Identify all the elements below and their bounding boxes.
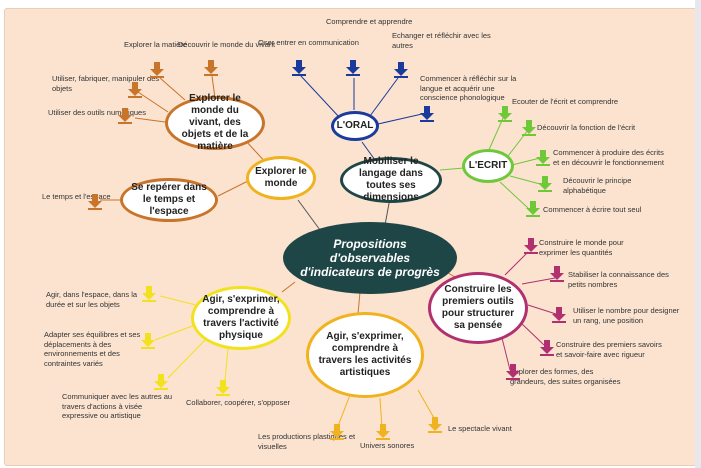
leaf-adapter-equilibres: Adapter ses équilibres et ses déplacemen… [44, 330, 141, 368]
leaf-premiers-savoirs: Construire des premiers savoirs et savoi… [556, 340, 662, 359]
node-oral: L'ORAL [331, 111, 379, 141]
leaf-construire-monde: Construire le monde pour exprimer les qu… [539, 238, 624, 257]
down-arrow-icon [88, 194, 102, 210]
node-ecrit: L'ECRIT [462, 149, 514, 183]
leaf-collaborer: Collaborer, coopérer, s'opposer [186, 398, 290, 407]
leaf-outils-numeriques: Utiliser des outils numériques [48, 108, 146, 117]
leaf-ecrire-seul: Commencer à écrire tout seul [543, 205, 642, 214]
leaf-spectacle-vivant: Le spectacle vivant [448, 424, 512, 433]
leaf-communiquer: Communiquer avec les autres au travers d… [62, 392, 173, 420]
leaf-stabiliser: Stabiliser la connaissance des petits no… [568, 270, 669, 289]
down-arrow-icon [128, 82, 142, 98]
window-edge [695, 0, 701, 468]
down-arrow-icon [420, 106, 434, 122]
leaf-explorer-matiere: Explorer la matière [124, 40, 187, 49]
leaf-decouvrir-vivant: Découvrir le monde du vivant [178, 40, 276, 49]
down-arrow-icon [550, 266, 564, 282]
leaf-temps-espace: Le temps et l'espace [42, 192, 111, 201]
down-arrow-icon [141, 333, 155, 349]
node-artistiques: Agir, s'exprimer, comprendre à travers l… [306, 312, 424, 398]
down-arrow-icon [428, 417, 442, 433]
leaf-fonction-ecrit: Découvrir la fonction de l'écrit [537, 123, 636, 132]
central-node: Propositions d'observables d'indicateurs… [283, 222, 457, 294]
down-arrow-icon [526, 201, 540, 217]
down-arrow-icon [216, 380, 230, 396]
down-arrow-icon [330, 424, 344, 440]
down-arrow-icon [292, 60, 306, 76]
down-arrow-icon [154, 374, 168, 390]
leaf-utiliser-nombre: Utiliser le nombre pour designer un rang… [573, 306, 680, 325]
down-arrow-icon [204, 60, 218, 76]
node-explorer-vivant: Explorer le monde du vivant, des objets … [165, 93, 265, 152]
leaf-produire-ecrits: Commencer à produire des écrits et en dé… [553, 148, 664, 167]
down-arrow-icon [118, 108, 132, 124]
leaf-agir-espace: Agir, dans l'espace, dans la durée et su… [46, 290, 138, 309]
leaf-reflechir-langue: Commencer à réfléchir sur la langue et a… [420, 74, 517, 102]
node-temps-espace: Se repérer dans le temps et l'espace [120, 178, 218, 222]
node-physique: Agir, s'exprimer, comprendre à travers l… [191, 286, 291, 350]
down-arrow-icon [142, 286, 156, 302]
leaf-explorer-formes: Explorer des formes, des grandeurs, des … [510, 367, 621, 386]
down-arrow-icon [346, 60, 360, 76]
node-explorer-monde: Explorer le monde [246, 156, 316, 200]
down-arrow-icon [536, 150, 550, 166]
leaf-principe-alphabetique: Découvrir le principe alphabétique [563, 176, 632, 195]
down-arrow-icon [394, 62, 408, 78]
leaf-productions-plastiques: Les productions plastiques et visuelles [258, 432, 356, 451]
down-arrow-icon [522, 120, 536, 136]
down-arrow-icon [552, 307, 566, 323]
down-arrow-icon [376, 424, 390, 440]
node-mobiliser: Mobiliser le langage dans toutes ses dim… [340, 156, 442, 203]
leaf-echanger-reflechir: Echanger et réfléchir avec les autres [392, 31, 491, 50]
leaf-ecouter-ecrit: Ecouter de l'écrit et comprendre [512, 97, 619, 106]
down-arrow-icon [506, 364, 520, 380]
down-arrow-icon [538, 176, 552, 192]
down-arrow-icon [524, 238, 538, 254]
down-arrow-icon [540, 340, 554, 356]
leaf-oser-communication: Oser entrer en communication [258, 38, 359, 47]
down-arrow-icon [498, 106, 512, 122]
leaf-univers-sonores: Univers sonores [360, 441, 415, 450]
leaf-comprendre-apprendre: Comprendre et apprendre [326, 17, 413, 26]
node-construire: Construire les premiers outils pour stru… [428, 272, 528, 344]
down-arrow-icon [150, 62, 164, 78]
leaf-utiliser-objets: Utiliser, fabriquer, manipuler des objet… [52, 74, 160, 93]
